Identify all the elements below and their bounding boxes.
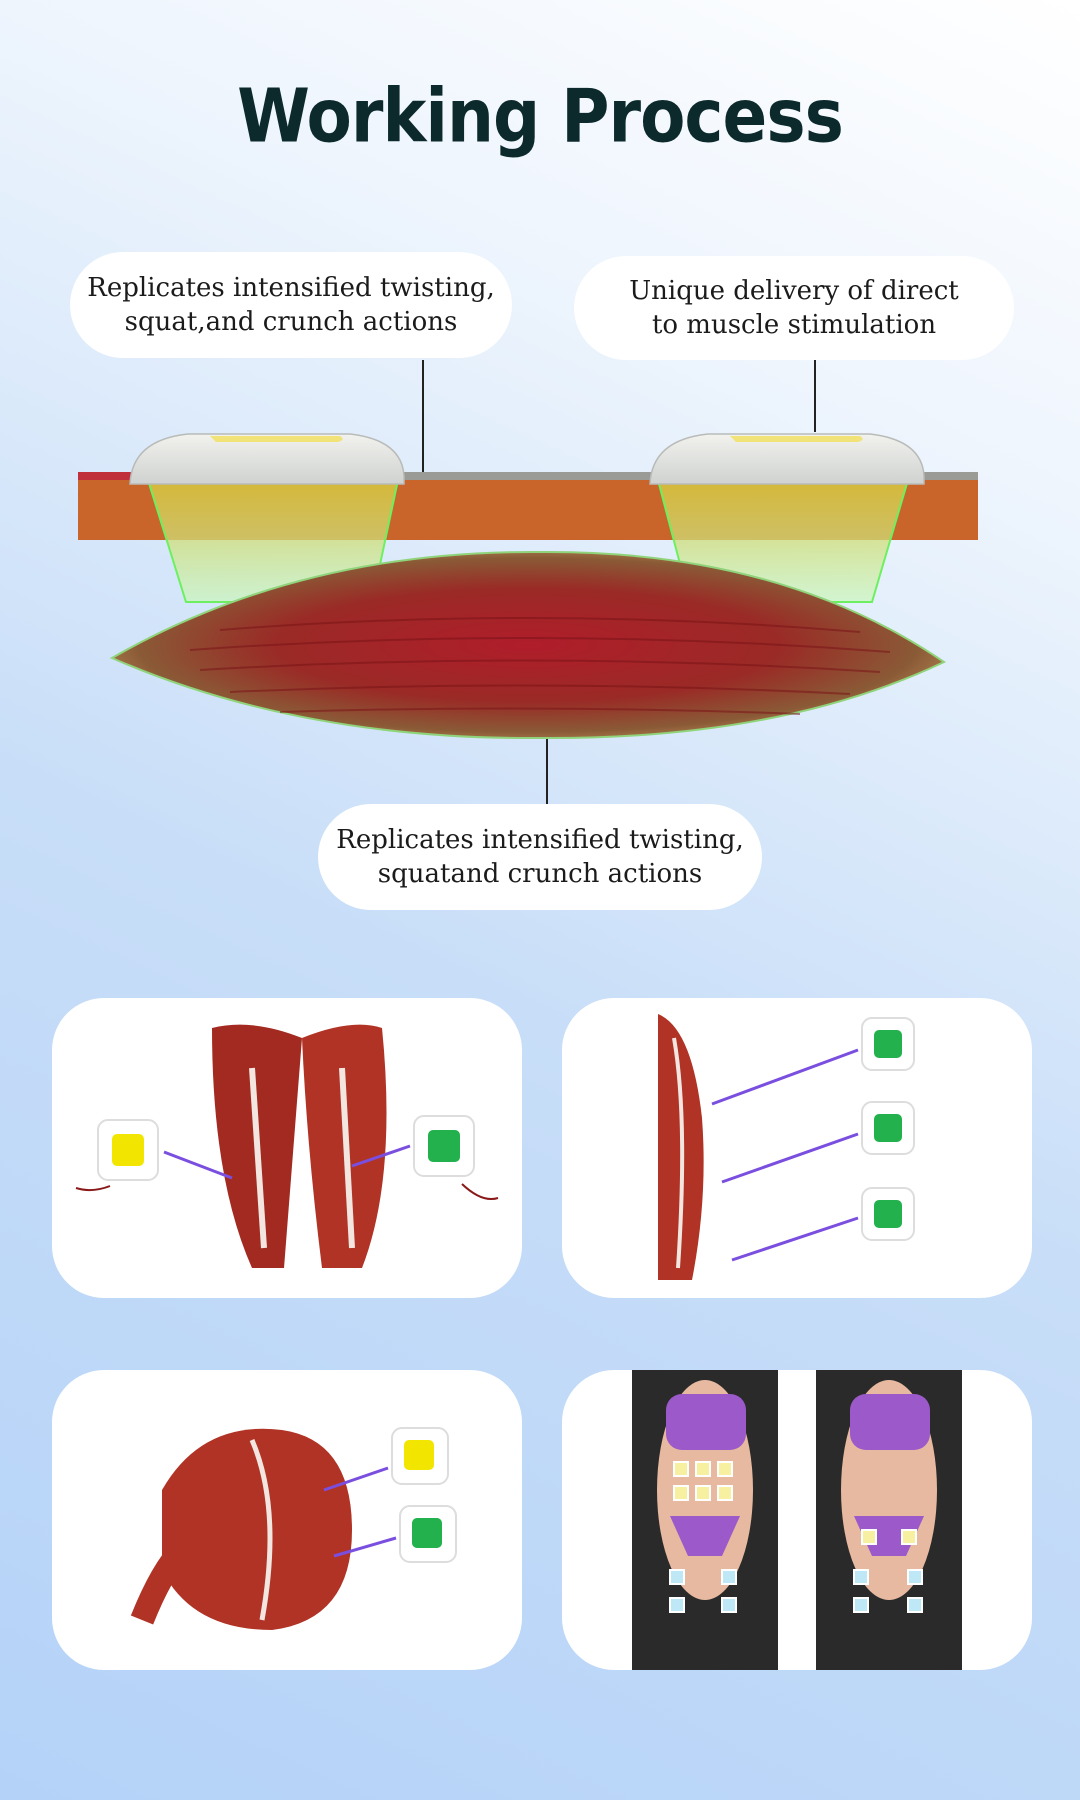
gluteal-muscles-illustration <box>130 1427 457 1630</box>
thigh-muscles-illustration <box>75 1024 499 1268</box>
body-front-back-electrodes-photo <box>632 1370 962 1670</box>
connector-line-left <box>422 360 424 478</box>
applicator-left <box>129 433 405 485</box>
muscle-tissue <box>109 550 947 740</box>
electrode-green-icon <box>413 1115 475 1177</box>
electrode-yellow-icon <box>97 1119 159 1181</box>
electrode-yellow-icon <box>391 1427 449 1485</box>
applicator-right <box>649 433 925 485</box>
electrode-green-icon <box>399 1505 457 1563</box>
callout-bottom: Replicates intensified twisting, squatan… <box>318 804 762 910</box>
connector-line-right <box>814 360 816 432</box>
page-title: Working Process <box>237 73 844 160</box>
callout-top-left: Replicates intensified twisting, squat,a… <box>70 252 512 358</box>
image-card-glute <box>52 1370 522 1670</box>
electrode-green-icon <box>861 1017 915 1241</box>
image-card-side <box>562 998 1032 1298</box>
callout-top-right: Unique delivery of direct to muscle stim… <box>574 256 1014 360</box>
image-card-thigh <box>52 998 522 1298</box>
abdominal-side-muscles-illustration <box>658 1014 915 1280</box>
device-muscle-diagram <box>78 433 978 740</box>
connector-line-bottom <box>546 736 548 804</box>
image-card-body-photo <box>562 1370 1032 1670</box>
